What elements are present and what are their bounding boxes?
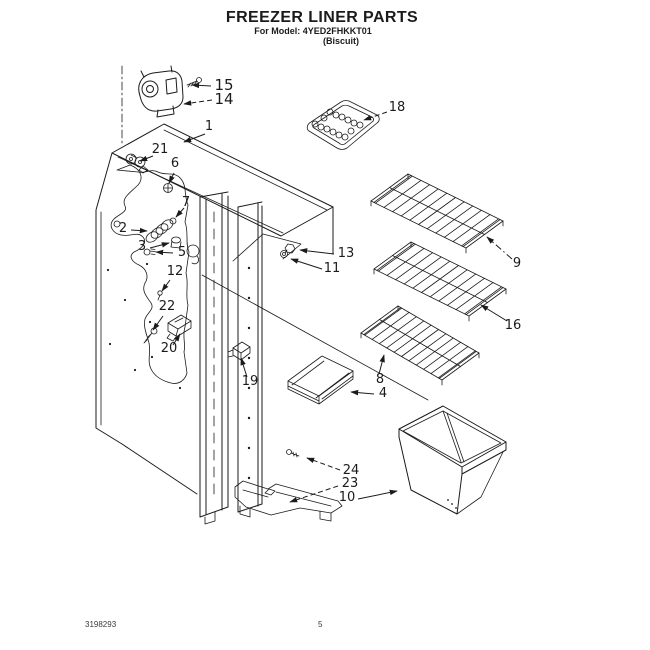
callout-leader-21 <box>139 155 154 162</box>
callout-label-12: 12 <box>167 264 184 279</box>
rail-screw-24 <box>286 449 300 458</box>
callout-label-4: 4 <box>379 386 387 401</box>
callout-leader-16 <box>480 304 508 322</box>
page-number: 5 <box>318 620 323 629</box>
callout-leader-15 <box>191 82 212 89</box>
screw-12 <box>157 290 163 301</box>
callout-label-16: 16 <box>505 318 522 333</box>
freezer-liner <box>95 123 429 525</box>
callout-label-8: 8 <box>376 372 384 387</box>
basket <box>398 405 507 515</box>
screw-5 <box>143 248 158 256</box>
callout-label-7: 7 <box>182 195 190 210</box>
callout-label-9: 9 <box>513 256 521 271</box>
callout-label-5: 5 <box>178 245 186 260</box>
callout-leader-7 <box>175 207 185 218</box>
callout-leader-10 <box>357 489 398 500</box>
cap-3 <box>170 236 182 249</box>
callout-label-10: 10 <box>339 490 356 505</box>
callout-label-20: 20 <box>161 341 178 356</box>
callout-label-14: 14 <box>214 90 233 108</box>
callout-leader-20 <box>172 333 181 346</box>
callout-leader-9 <box>486 236 513 260</box>
model-line: For Model: 4YED2FHKKT01 <box>254 26 372 36</box>
bottom-rail <box>234 480 343 522</box>
callout-label-15: 15 <box>214 76 233 94</box>
callout-label-6: 6 <box>171 156 179 171</box>
finish-line: (Biscuit) <box>323 36 359 46</box>
latch-bracket-20 <box>166 314 192 342</box>
callout-leader-11 <box>290 258 323 270</box>
callout-leader-5 <box>155 249 174 256</box>
callout-label-24: 24 <box>343 463 360 478</box>
callout-label-21: 21 <box>152 142 169 157</box>
callout-label-22: 22 <box>159 299 176 314</box>
screw-6 <box>163 183 173 193</box>
callout-label-2: 2 <box>119 221 127 236</box>
ring-hook <box>186 244 200 265</box>
callout-label-1: 1 <box>205 119 213 134</box>
callout-label-23: 23 <box>342 476 359 491</box>
support-bracket <box>232 233 302 262</box>
callout-leader-23 <box>289 485 339 503</box>
callout-label-11: 11 <box>324 261 341 276</box>
ice-tray <box>306 100 380 150</box>
callout-leader-6 <box>168 172 175 184</box>
callout-leader-24 <box>306 457 341 471</box>
callout-leader-14 <box>183 99 213 106</box>
shelf-trim-4 <box>287 355 354 405</box>
callout-leader-1 <box>183 133 206 143</box>
callout-leader-12 <box>161 279 171 292</box>
page-title: FREEZER LINER PARTS <box>225 9 419 26</box>
wire-shelves <box>360 173 507 386</box>
document-number: 3198293 <box>85 620 117 629</box>
clip-19 <box>227 341 251 361</box>
callout-label-13: 13 <box>338 246 355 261</box>
callout-leader-13 <box>299 248 335 255</box>
callout-label-18: 18 <box>389 100 406 115</box>
top-hinge <box>138 65 184 118</box>
callout-leader-18 <box>363 111 388 121</box>
callout-leader-8 <box>378 354 385 375</box>
callout-label-3: 3 <box>138 239 146 254</box>
coil-2 <box>145 217 177 243</box>
liner-rivet-dots <box>106 262 182 390</box>
callout-leader-2 <box>130 227 148 234</box>
callout-label-19: 19 <box>242 374 259 389</box>
callout-leader-4 <box>350 389 375 396</box>
strip-dots <box>247 266 251 480</box>
callout-leader-3 <box>149 242 170 249</box>
callout-leader-22 <box>152 315 164 331</box>
screw-22 <box>143 327 158 344</box>
callout-leader-19 <box>240 357 248 378</box>
